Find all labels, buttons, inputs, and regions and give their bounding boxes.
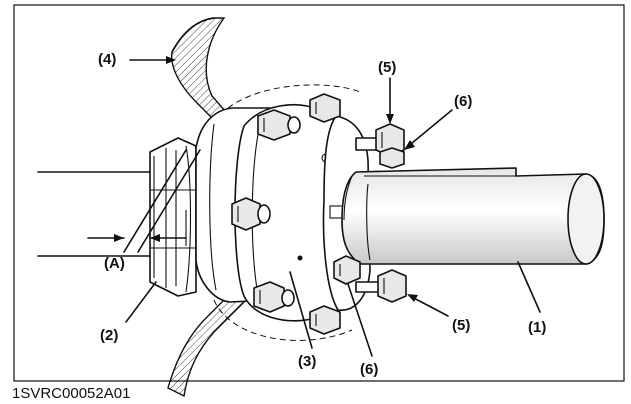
bolt-5-bottom bbox=[355, 269, 407, 303]
housing-outline-dashed bbox=[227, 84, 361, 109]
shaft bbox=[341, 167, 605, 265]
callout-1: (1) bbox=[528, 319, 546, 336]
callout-5-bottom: (5) bbox=[452, 317, 470, 334]
coupling-body bbox=[149, 137, 197, 297]
bolt-top-right bbox=[309, 93, 341, 123]
callout-4: (4) bbox=[98, 51, 116, 68]
callout-2: (2) bbox=[100, 327, 118, 344]
callout-6-bottom: (6) bbox=[360, 361, 378, 378]
nut-6-top bbox=[379, 147, 405, 169]
callout-5-top: (5) bbox=[378, 59, 396, 76]
leader-lines bbox=[37, 56, 541, 357]
bolt-bottom-left bbox=[253, 281, 295, 313]
callout-6-top: (6) bbox=[454, 93, 472, 110]
callout-3: (3) bbox=[298, 353, 316, 370]
bolt-bottom-right bbox=[309, 305, 341, 335]
bolt-middle bbox=[231, 197, 271, 231]
figure-code: 1SVRC00052A01 bbox=[12, 385, 130, 402]
nut-6-bottom bbox=[333, 255, 361, 285]
bolt-top-left bbox=[257, 109, 301, 141]
callout-A: (A) bbox=[104, 255, 125, 272]
figure-frame bbox=[13, 4, 625, 382]
housing-upper bbox=[171, 17, 270, 165]
